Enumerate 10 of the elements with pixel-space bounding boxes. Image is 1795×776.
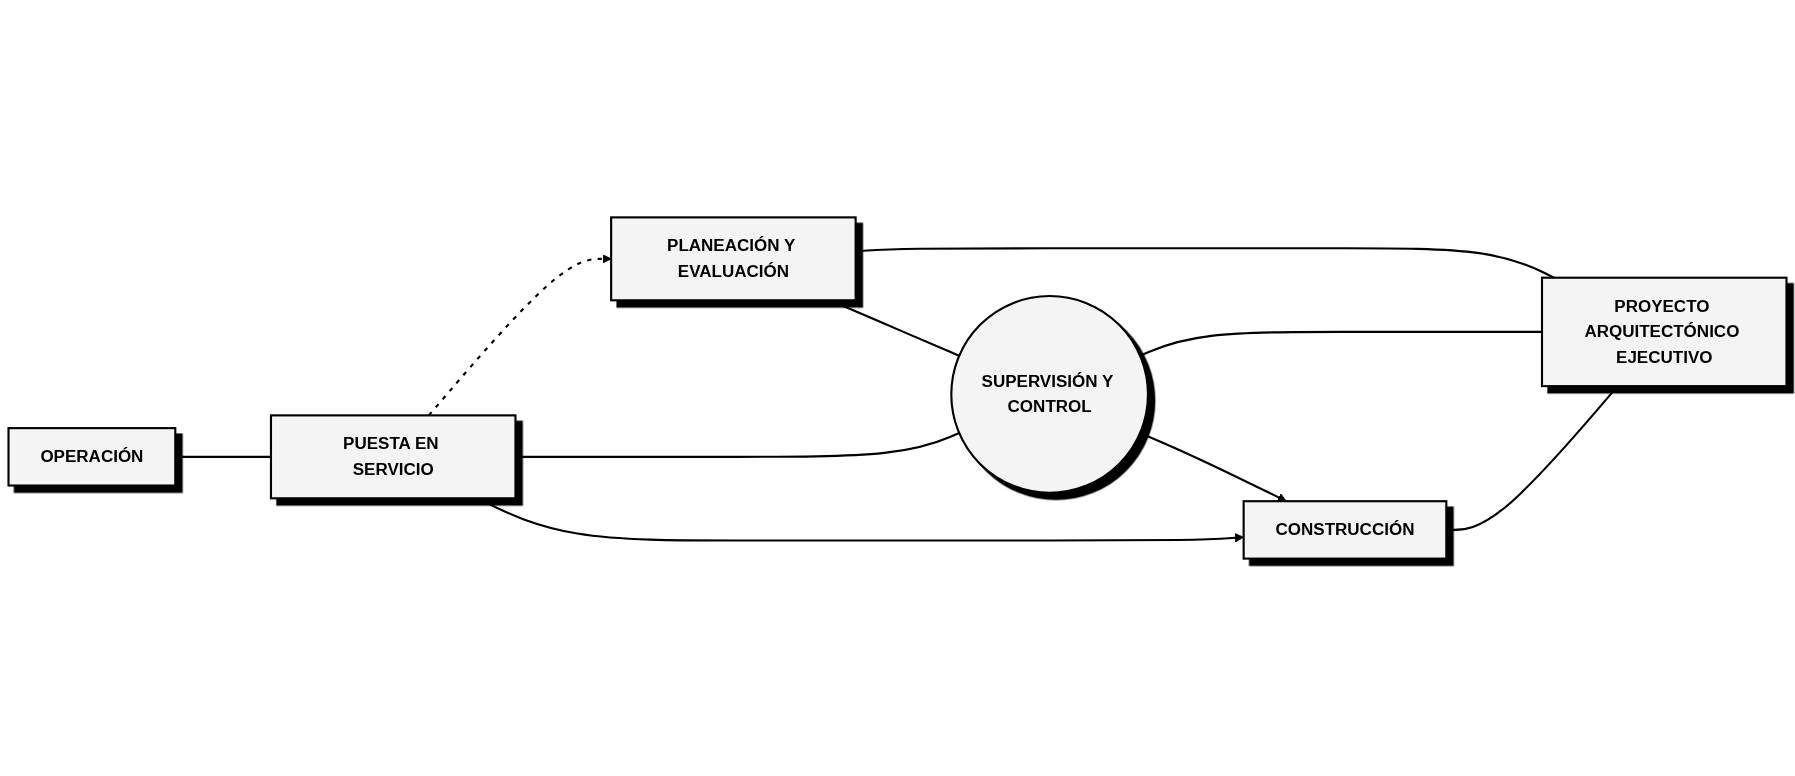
connector [175,455,271,458]
node-box: CONSTRUCCIÓN [1242,500,1448,560]
node-circle: SUPERVISIÓN Y CONTROL [950,295,1150,494]
node-box: PLANEACIÓN Y EVALUACIÓN [610,216,857,302]
node-box: PUESTA EN SERVICIO [269,414,517,500]
node-box: OPERACIÓN [7,427,177,487]
connector [515,432,960,458]
connector [1139,330,1542,357]
node-box: PROYECTO ARQUITECTÓNICO EJECUTIVO [1540,276,1788,388]
arrow [1139,432,1287,502]
